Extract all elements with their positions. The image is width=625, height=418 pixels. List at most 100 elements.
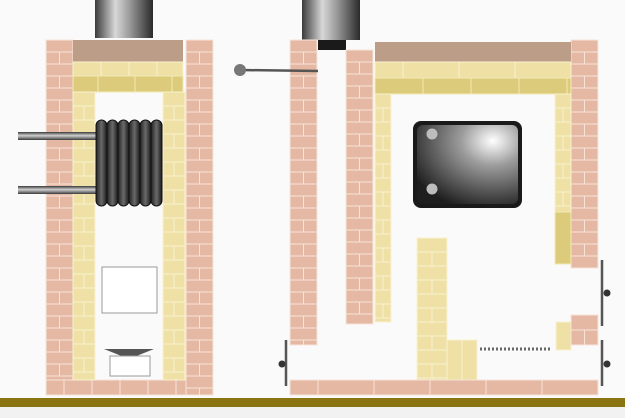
- brick: [171, 75, 184, 93]
- ash-door[interactable]: [109, 355, 151, 377]
- brick: [45, 51, 60, 65]
- brick: [147, 379, 177, 396]
- brick: [185, 111, 214, 125]
- left-furnace: [45, 39, 214, 396]
- brick: [514, 61, 572, 79]
- brick: [345, 61, 360, 75]
- brick: [59, 291, 74, 305]
- brick: [59, 315, 74, 329]
- brick: [570, 231, 599, 245]
- brick: [303, 75, 318, 89]
- brick: [416, 349, 448, 365]
- brick: [374, 289, 392, 305]
- brick: [45, 159, 74, 173]
- brick: [584, 195, 599, 209]
- brick: [45, 171, 60, 185]
- brick: [345, 217, 374, 231]
- brick: [570, 51, 585, 65]
- brick: [374, 261, 392, 277]
- brick: [173, 189, 186, 205]
- brick: [570, 255, 599, 269]
- brick: [162, 217, 175, 233]
- brick: [303, 243, 318, 257]
- brick: [416, 237, 448, 253]
- right-furnace-top-lining: [374, 61, 572, 95]
- brick: [83, 301, 96, 317]
- brick: [431, 307, 448, 323]
- damper-rod[interactable]: [234, 64, 319, 76]
- brick: [416, 363, 433, 379]
- brick: [199, 51, 214, 65]
- brick: [416, 265, 448, 281]
- brick: [289, 111, 318, 125]
- brick: [374, 275, 384, 291]
- brick: [584, 171, 599, 185]
- brick: [128, 61, 158, 77]
- cleaning-rods[interactable]: [278, 260, 611, 386]
- brick: [72, 287, 96, 303]
- brick: [303, 123, 318, 137]
- firebox-door[interactable]: [101, 266, 158, 314]
- brick: [72, 119, 96, 135]
- brick: [289, 171, 304, 185]
- brick: [72, 91, 96, 107]
- brick: [63, 379, 93, 396]
- brick: [162, 259, 186, 275]
- brick: [45, 207, 74, 221]
- left-furnace-outer-wall-right: [185, 39, 214, 396]
- brick: [72, 245, 85, 261]
- brick: [345, 289, 374, 303]
- brick: [185, 243, 200, 257]
- brick: [422, 77, 472, 95]
- brick: [185, 147, 200, 161]
- brick: [162, 203, 186, 219]
- brick: [45, 279, 74, 293]
- brick: [162, 231, 186, 247]
- brick: [359, 229, 374, 243]
- brick: [554, 121, 572, 137]
- brick: [185, 303, 214, 317]
- brick: [303, 147, 318, 161]
- brick: [59, 363, 74, 377]
- brick: [45, 39, 74, 53]
- brick: [185, 123, 200, 137]
- brick: [173, 245, 186, 261]
- brick: [45, 63, 74, 77]
- brick: [72, 259, 96, 275]
- brick: [554, 163, 564, 179]
- brick: [555, 321, 572, 351]
- brick: [518, 77, 568, 95]
- brick: [345, 85, 360, 99]
- brick: [289, 75, 304, 89]
- brick: [570, 243, 585, 257]
- brick: [134, 75, 173, 93]
- heating-coil: [95, 119, 163, 207]
- brick: [72, 343, 96, 359]
- brick: [199, 291, 214, 305]
- brick: [72, 203, 96, 219]
- brick: [359, 205, 374, 219]
- right-furnace-base-row: [289, 379, 599, 396]
- brick: [185, 51, 200, 65]
- coil-loop: [117, 119, 130, 207]
- oven-door[interactable]: [413, 121, 522, 208]
- brick: [289, 339, 304, 346]
- brick: [416, 321, 448, 337]
- coil-loop: [95, 119, 108, 207]
- brick: [570, 135, 599, 149]
- brick: [554, 191, 564, 207]
- brick: [185, 63, 214, 77]
- brick: [584, 219, 599, 233]
- brick: [91, 379, 121, 396]
- brick: [72, 61, 102, 77]
- brick: [374, 107, 384, 123]
- brick: [374, 219, 384, 235]
- brick: [45, 379, 65, 396]
- brick: [45, 219, 60, 233]
- brick: [162, 357, 175, 373]
- brick: [173, 301, 186, 317]
- chimney-pipe-right: [302, 0, 360, 50]
- brick: [83, 245, 96, 261]
- brick: [185, 171, 200, 185]
- water-pipe-top: [18, 132, 104, 140]
